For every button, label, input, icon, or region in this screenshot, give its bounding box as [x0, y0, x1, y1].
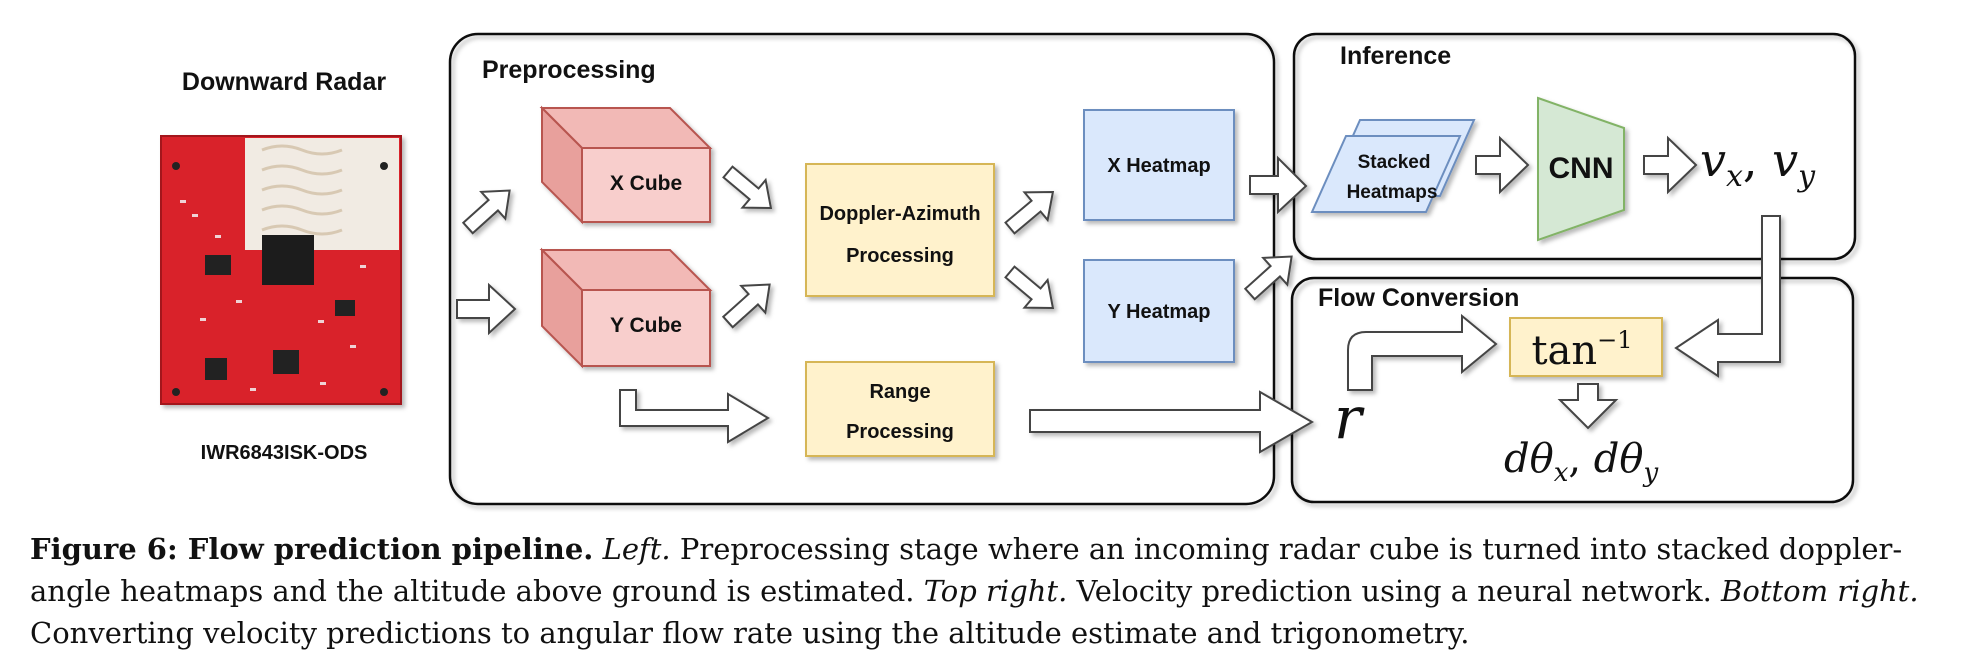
arrow-cnn-to-velocity [1643, 135, 1698, 195]
x-cube-node [539, 105, 713, 225]
inference-title: Inference [1340, 42, 1451, 70]
y-heatmap-label: Y Heatmap [1107, 301, 1210, 323]
y-cube-label: Y Cube [610, 314, 682, 337]
arrow-input-to-x-cube [461, 189, 511, 235]
arctan-box [1509, 317, 1663, 377]
altitude-r: r [1334, 384, 1365, 452]
arrow-x-cube-to-doppler [722, 165, 773, 210]
doppler-azimuth-box [805, 163, 995, 297]
range-processing-box [805, 361, 995, 457]
arrow-altitude-to-arctan [1347, 313, 1498, 391]
caption-top-right-label: Top right. [923, 574, 1068, 608]
radar-title: Downward Radar [182, 68, 386, 96]
arrow-x-heatmap-to-stacked [1249, 155, 1308, 215]
arrow-y-heatmap-to-stacked [1243, 255, 1293, 301]
inference-panel [1292, 32, 1857, 261]
arrow-arctan-to-flow [1557, 383, 1619, 430]
arrow-range-to-altitude [1029, 390, 1315, 454]
stacked-heatmaps-node [1310, 119, 1476, 213]
range-processing-label-line1: Range [869, 381, 930, 403]
x-heatmap-box [1083, 109, 1235, 221]
arrow-doppler-to-y-heatmap [1004, 265, 1055, 310]
range-processing-label-line2: Processing [846, 421, 954, 443]
stacked-heatmaps-label-line1: Stacked [1358, 152, 1431, 173]
arrow-y-cube-to-range [619, 389, 770, 444]
arctan-label: tan−1 [1531, 326, 1632, 374]
arrow-stacked-to-cnn [1475, 135, 1530, 195]
flow-conversion-title: Flow Conversion [1318, 284, 1519, 312]
arrow-input-to-y-cube [456, 282, 517, 336]
flow-output: dθx, dθy [1504, 436, 1658, 488]
doppler-azimuth-label-line1: Doppler-Azimuth [819, 203, 980, 225]
cnn-node [1537, 96, 1625, 242]
flow-pipeline-diagram: Downward Radar IWR6843ISK-ODS Preprocess… [160, 32, 1857, 506]
arrow-doppler-to-x-heatmap [1004, 190, 1055, 235]
arrow-y-cube-to-doppler [721, 283, 771, 329]
caption-top-right-text: Velocity prediction using a neural netwo… [1076, 574, 1712, 608]
preprocessing-title: Preprocessing [482, 56, 656, 84]
figure-caption: Figure 6: Flow prediction pipeline. Left… [30, 528, 1960, 654]
x-heatmap-label: X Heatmap [1107, 155, 1210, 177]
caption-bottom-right-label: Bottom right. [1721, 574, 1919, 608]
caption-figure-label: Figure 6: Flow prediction pipeline. [30, 532, 594, 566]
doppler-azimuth-label-line2: Processing [846, 245, 954, 267]
x-cube-label: X Cube [610, 172, 682, 195]
caption-bottom-right-text: Converting velocity predictions to angul… [30, 616, 1470, 650]
caption-left-text: Preprocessing stage where an incoming ra… [30, 532, 1903, 608]
y-cube-node [539, 247, 713, 369]
y-heatmap-box [1083, 259, 1235, 363]
stacked-heatmaps-label-line2: Heatmaps [1347, 182, 1438, 203]
velocity-output: vx, vy [1700, 133, 1816, 194]
cnn-label: CNN [1549, 152, 1614, 185]
flow-conversion-panel [1290, 276, 1855, 504]
caption-left-label: Left. [602, 532, 671, 566]
arrow-velocity-to-arctan [1674, 215, 1781, 378]
radar-model-label: IWR6843ISK-ODS [201, 442, 368, 464]
radar-board-image [160, 135, 402, 405]
